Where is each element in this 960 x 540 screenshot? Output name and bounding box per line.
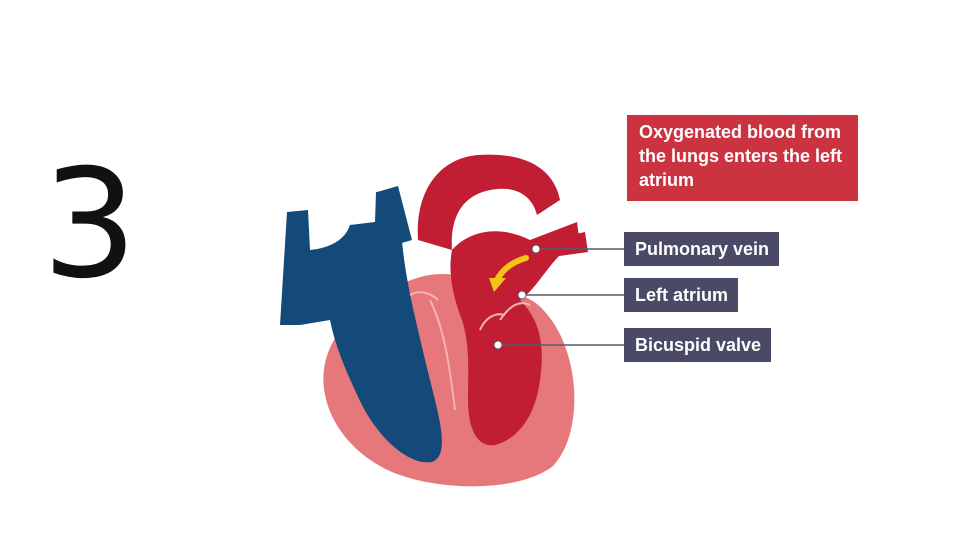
intro-callout: Oxygenated blood from the lungs enters t… xyxy=(627,115,858,201)
aorta xyxy=(417,154,560,250)
leader-dot-left-atrium xyxy=(517,290,527,300)
septum-outline xyxy=(409,291,456,411)
right-heart-deoxygenated xyxy=(280,190,442,463)
pulmonary-vein-vessel xyxy=(540,232,588,258)
label-pulmonary-vein: Pulmonary vein xyxy=(624,232,780,266)
label-left-atrium: Left atrium xyxy=(624,278,739,312)
slide-number: 3 xyxy=(42,138,138,312)
flow-arrowhead-icon xyxy=(489,278,506,292)
pulmonary-artery xyxy=(377,186,412,245)
leader-dot-bicuspid-valve xyxy=(493,340,503,350)
left-heart-oxygenated xyxy=(450,222,580,446)
flow-arrow-icon xyxy=(494,255,529,283)
valve-outline xyxy=(479,302,531,331)
label-bicuspid-valve: Bicuspid valve xyxy=(624,328,772,362)
leader-dot-pulmonary-vein xyxy=(531,244,541,254)
